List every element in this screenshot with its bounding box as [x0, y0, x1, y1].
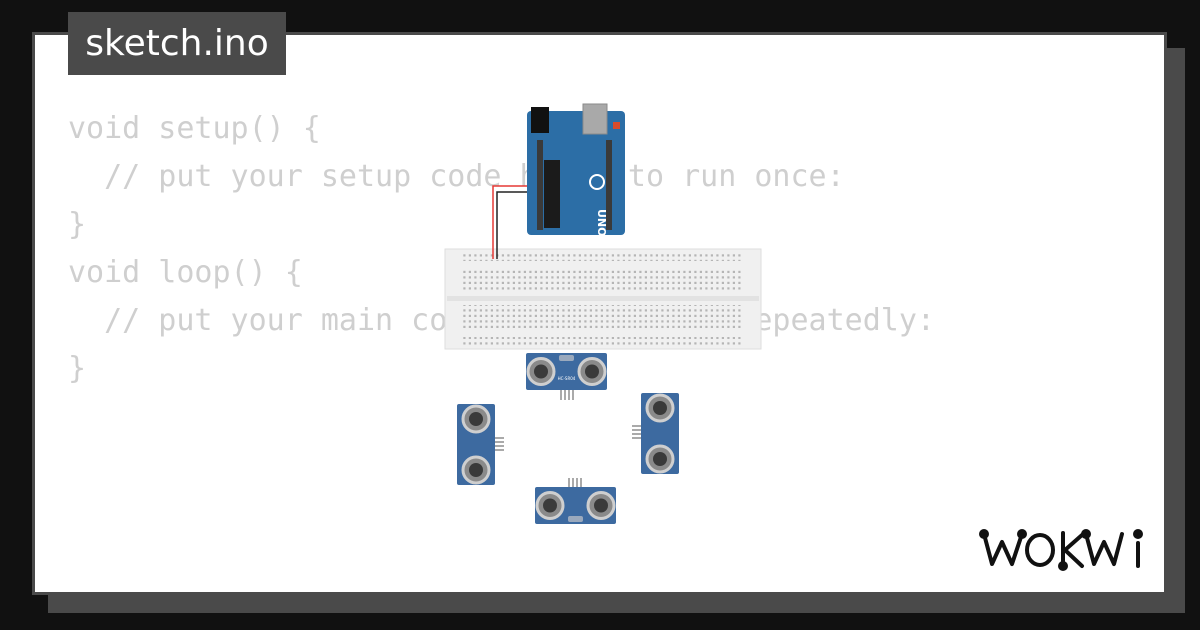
- jumper-wires[interactable]: [492, 185, 531, 259]
- sensor-label: HC-SR04: [558, 376, 576, 381]
- board-label: UNO: [595, 209, 608, 237]
- arduino-uno-board[interactable]: UNO: [527, 103, 625, 237]
- breadboard[interactable]: [444, 248, 762, 350]
- code-line: void loop() {: [68, 255, 303, 290]
- ultrasonic-sensor-top[interactable]: HC-SR04: [526, 353, 607, 400]
- file-tab: sketch.ino: [68, 12, 286, 75]
- code-line: }: [68, 207, 87, 242]
- code-line: void setup() {: [68, 111, 321, 146]
- wokwi-logo: [942, 488, 1152, 584]
- wokwi-logo-mark: [979, 529, 1143, 571]
- ultrasonic-sensor-bottom[interactable]: [535, 478, 616, 524]
- code-line: }: [68, 351, 87, 386]
- ultrasonic-sensor-left[interactable]: [457, 404, 504, 485]
- ultrasonic-sensors[interactable]: HC-SR04: [457, 353, 679, 524]
- ultrasonic-sensor-right[interactable]: [632, 393, 679, 474]
